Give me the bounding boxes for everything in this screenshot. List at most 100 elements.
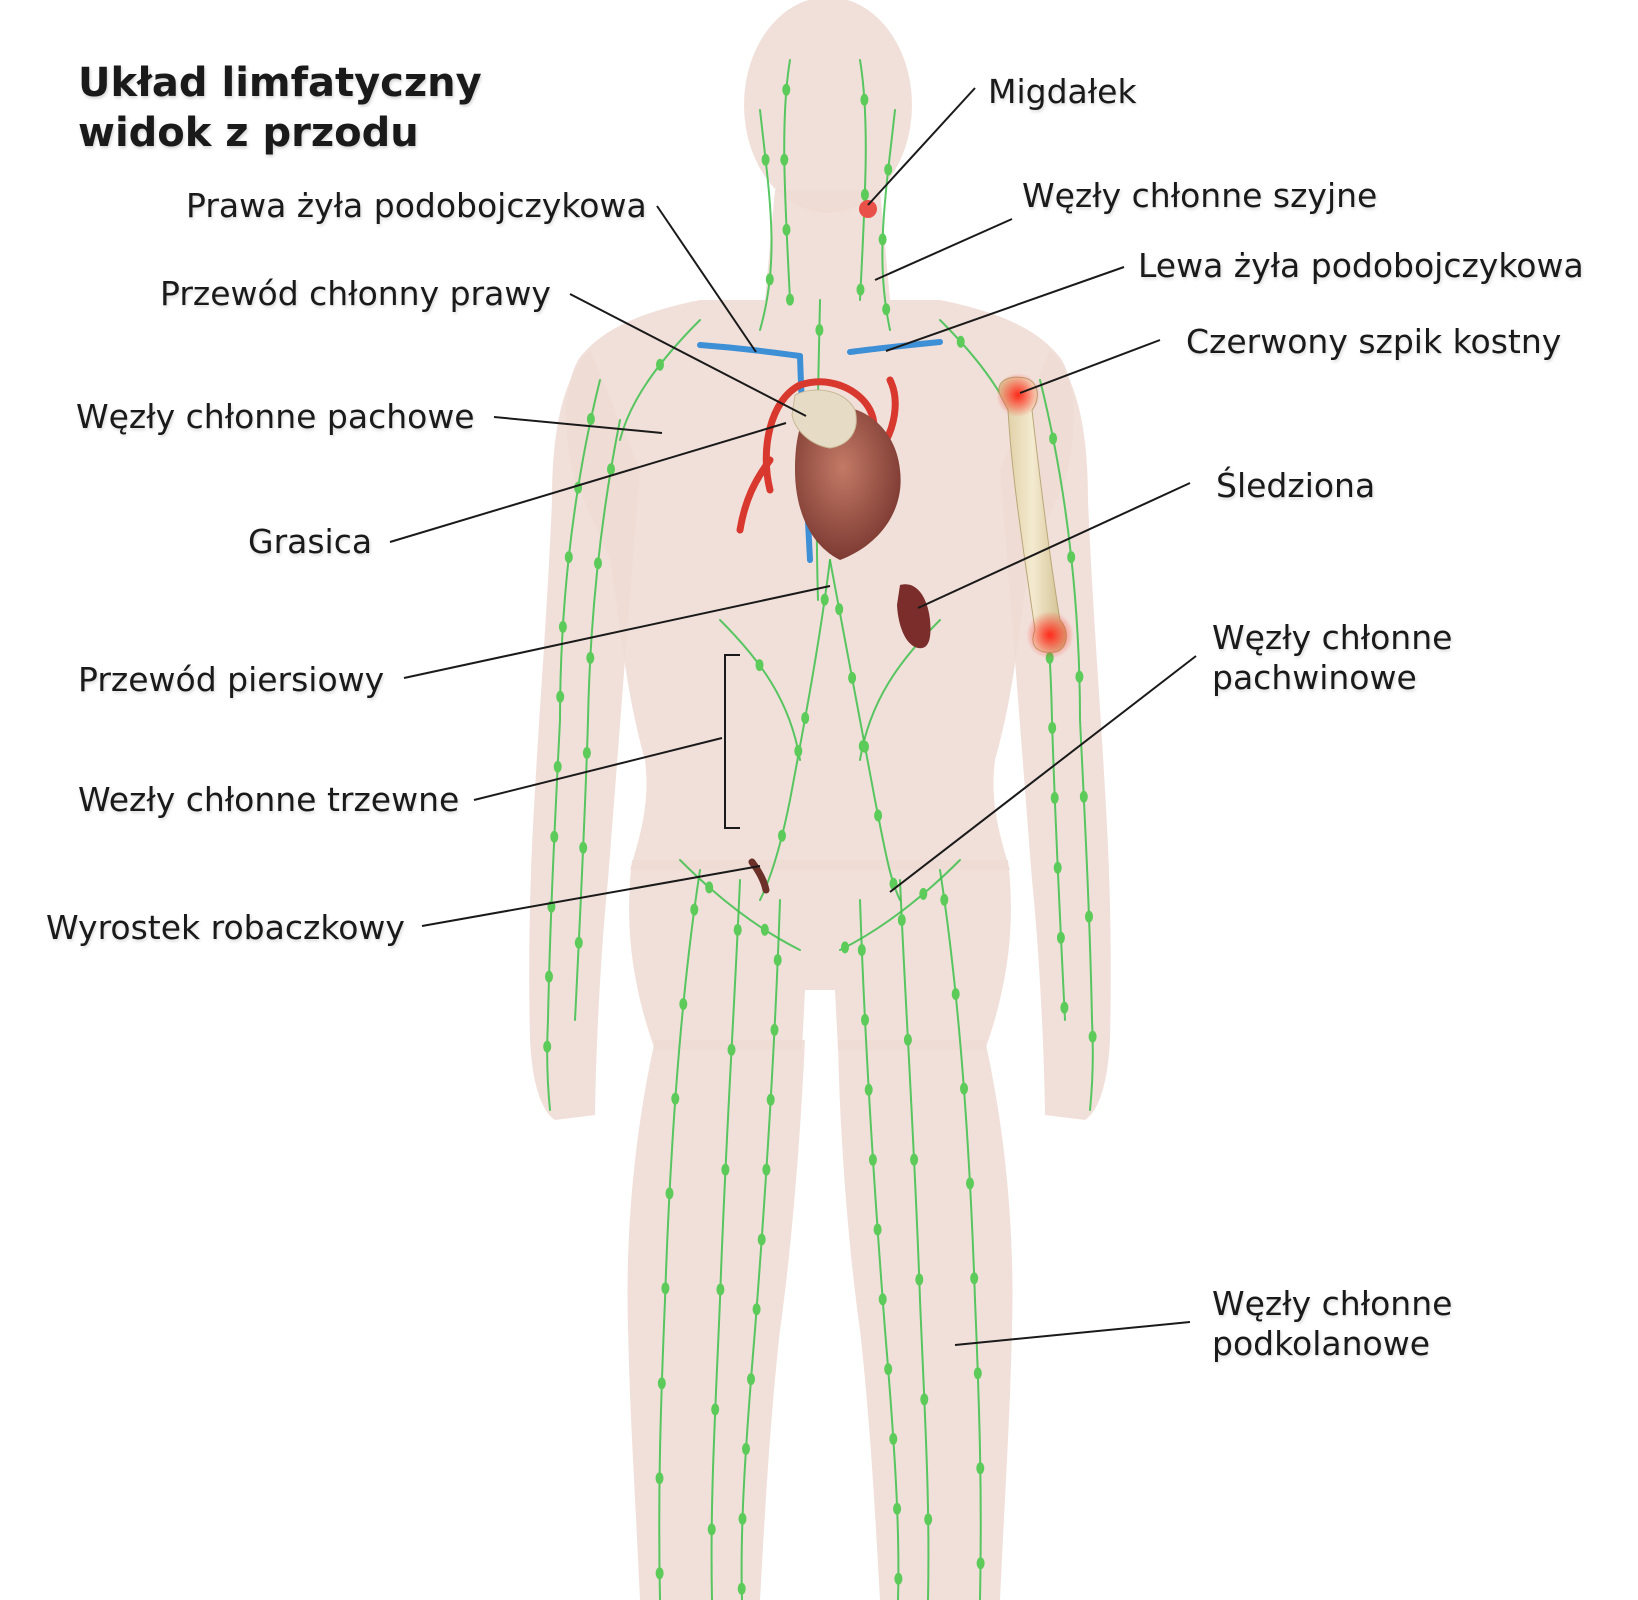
lymph-node [894,1572,903,1585]
lymph-node [1053,861,1062,874]
lymph-node [884,1363,893,1376]
lymph-node [841,941,849,954]
lymph-node [1085,910,1093,923]
lymph-node [550,830,559,843]
lymph-node [721,1163,730,1176]
lymph-node [860,93,869,106]
lymph-node [655,1472,664,1485]
lymph-node [766,1093,775,1106]
lymph-node [801,712,810,724]
lymph-node [752,1303,761,1316]
lymph-node [970,1272,979,1285]
lymph-node [966,1177,974,1190]
lymph-node [1056,931,1065,944]
vessel [759,559,831,901]
lymph-node [742,1442,750,1455]
diagram-title: Układ limfatyczny widok z przodu [78,58,482,158]
lymph-node [574,936,583,949]
lymph-node [765,273,774,286]
lymph-node [582,746,591,759]
lymph-node [874,809,883,822]
lymph-node [1088,1030,1097,1043]
lymph-node [835,603,844,616]
lymph-node [973,1367,982,1380]
lymph-node [711,1403,720,1416]
lymph-node [733,923,742,936]
lymph-node [1048,721,1057,734]
lymph-node [1060,1001,1069,1014]
lymph-node [755,659,764,672]
lymph-node [760,923,769,936]
appendix [748,858,770,894]
lymph-node [773,954,782,966]
torso [565,300,1075,870]
lymph-node [657,1377,666,1390]
marrow-bottom [1026,611,1074,659]
leader-wyrostek [421,865,761,927]
lymph-node [951,988,960,1000]
label-lewa-zyla: Lewa żyła podobojczykowa [1138,246,1584,285]
lymph-node [893,1502,902,1515]
lymph-node [656,358,664,371]
vessel [619,319,701,441]
leader-wezly-szyjne [874,218,1013,281]
lymph-node [960,1082,968,1095]
lymph-node [910,1153,919,1166]
lymph-node [924,1513,933,1526]
lymph-node [878,233,887,246]
leg-right [627,1040,805,1600]
lymph-node [707,1523,716,1536]
label-wezly-pachwinowe-line-1: Węzły chłonne [1212,618,1453,657]
label-wezly-podkolanowe: Węzły chłonne podkolanowe [1212,1284,1452,1364]
label-wezly-pachwinowe-line-2: pachwinowe [1212,658,1417,697]
lymph-node [655,1567,664,1580]
spleen [897,584,931,649]
lymph-node [860,188,869,201]
label-przewod-piersiowy: Przewód piersiowy [78,660,385,699]
lymph-node [889,1432,898,1445]
vessel [574,419,621,1021]
leader-wezly-trzewne [473,737,723,801]
neck [765,190,890,300]
lymph-node [976,1462,985,1475]
lymph-node [1049,432,1058,445]
lymph-node [556,690,565,703]
vessel [719,619,801,761]
subclavian-vein-left [847,339,943,355]
leader-przewod-prawy [569,293,807,417]
label-przewod-prawy: Przewód chłonny prawy [160,274,551,313]
lymph-node [1050,791,1059,804]
vessel [829,559,901,901]
lymph-node [940,893,949,906]
lymph-node [762,1163,771,1176]
label-wezly-pachwinowe: Węzły chłonne pachwinowe [1212,618,1452,698]
lymph-node [737,1582,746,1595]
leader-lines [389,87,1197,1346]
vessel [839,859,961,951]
label-wezly-podkolanowe-line-1: Węzły chłonne [1212,1284,1453,1323]
lymph-node [882,303,891,316]
lymph-node [856,283,865,296]
lymph-node [920,1393,929,1406]
lymph-node [579,841,588,854]
lymph-node [679,998,688,1010]
vessel [859,59,867,301]
label-wezly-pachowe: Węzły chłonne pachowe [76,397,475,436]
lymph-node [782,223,791,236]
label-wezly-podkolanowe-line-2: podkolanowe [1212,1324,1430,1363]
vessel [679,859,801,951]
lymph-node [770,1023,779,1036]
lymph-node [864,1083,873,1096]
leader-wezly-pachowe [493,416,663,434]
lymph-node [1075,670,1084,683]
label-wezly-szyjne: Węzły chłonne szyjne [1022,176,1378,215]
lymph-node [761,153,770,166]
lymph-node [780,153,789,166]
label-grasica: Grasica [248,522,373,561]
leader-sledziona [917,482,1191,609]
lymph-node [553,760,562,773]
label-szpik: Czerwony szpik kostny [1186,322,1562,361]
lymph-node [594,557,602,570]
lymph-node [815,324,824,336]
